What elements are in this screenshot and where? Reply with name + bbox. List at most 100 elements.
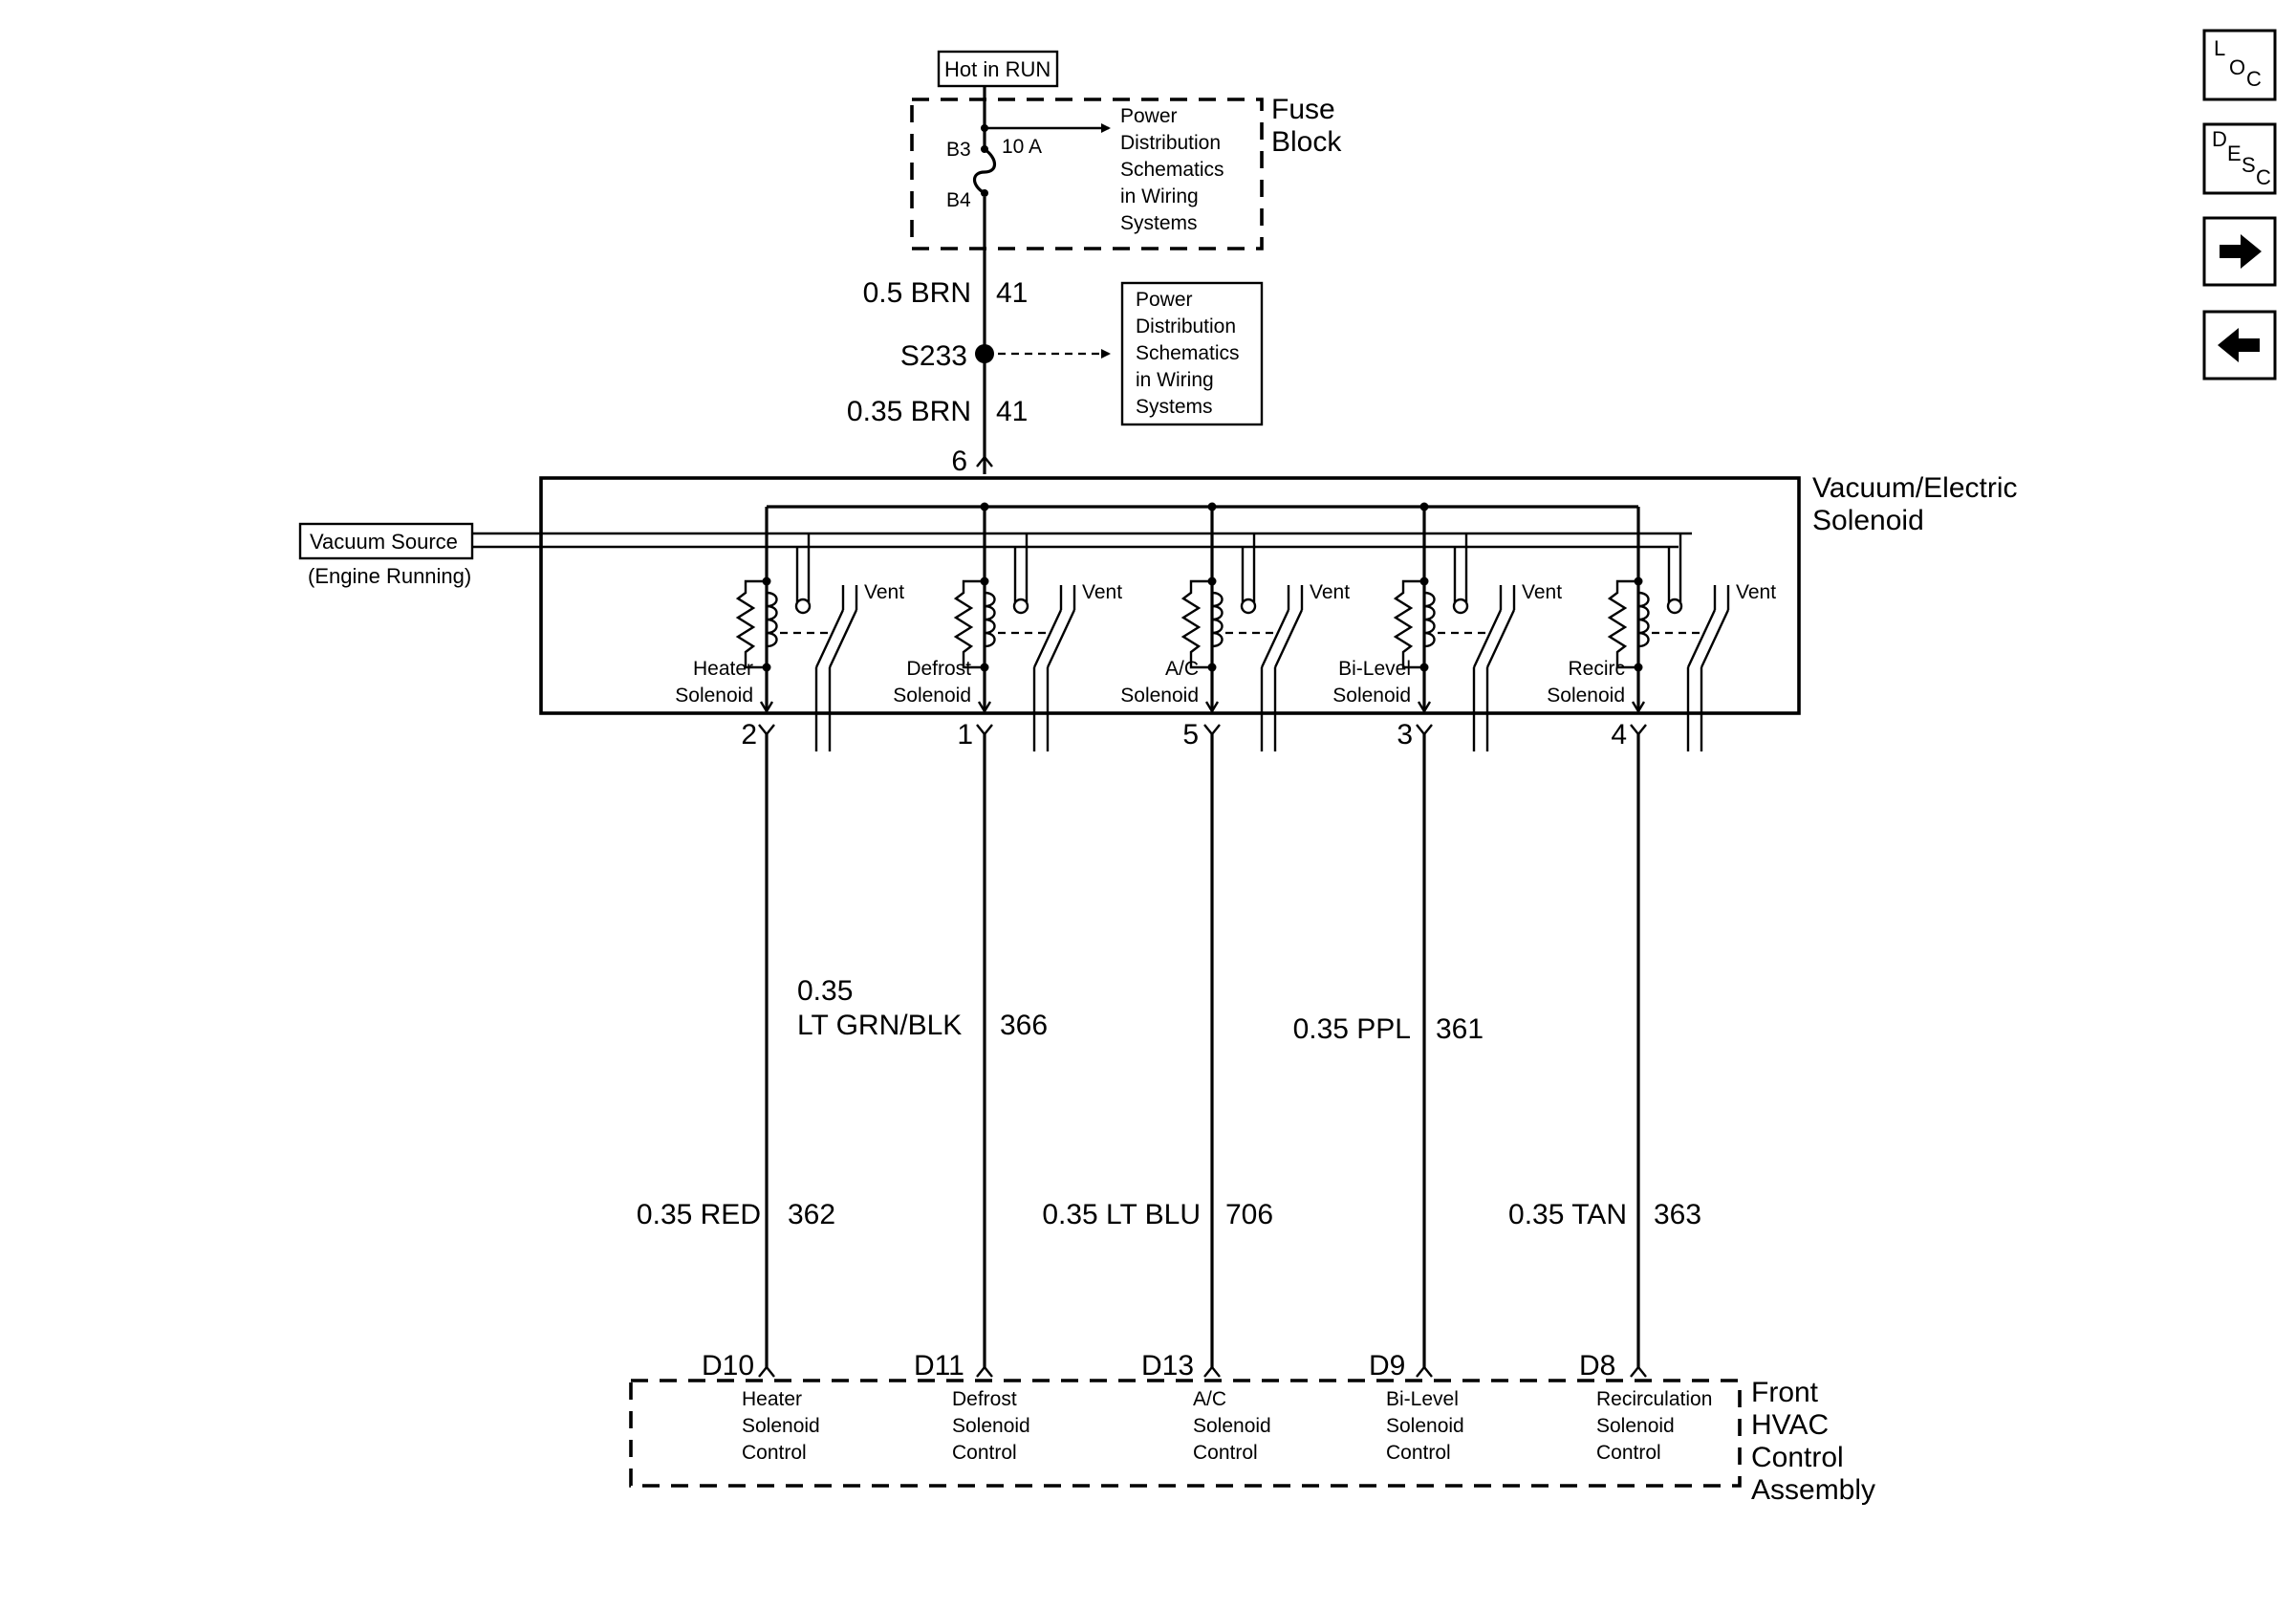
- solenoid-assembly-title-1: Vacuum/Electric: [1812, 472, 2018, 504]
- vent-port: [1499, 585, 1516, 610]
- solenoid-assembly-title-2: Solenoid: [1812, 505, 1924, 536]
- coil-icon: [1211, 591, 1224, 648]
- solenoid-name-1: Bi-Level: [1338, 658, 1411, 680]
- vacuum-drop: [1241, 533, 1256, 602]
- solenoid-connector-pin: 2: [741, 719, 757, 751]
- connector-icon: [976, 1365, 993, 1378]
- hvac-pin-description: Heater: [742, 1388, 802, 1410]
- vacuum-source-note: (Engine Running): [308, 564, 471, 588]
- hvac-pins: D10HeaterSolenoidControlD11DefrostSoleno…: [702, 1350, 1712, 1464]
- connector-icon: [1416, 1365, 1433, 1378]
- vacuum-drop: [1013, 533, 1029, 602]
- hvac-pin-label: D9: [1369, 1350, 1405, 1382]
- valve-switch-icon: [1686, 609, 1730, 668]
- solenoid-name-2: Solenoid: [675, 685, 753, 707]
- hvac-pin-description: Control: [1596, 1442, 1661, 1464]
- connector-pin-6: 6: [951, 446, 967, 477]
- vent-port: [841, 585, 858, 610]
- solenoid-assembly-box: [539, 476, 1801, 715]
- valve-port-icon: [1240, 598, 1257, 615]
- connector-icon: [758, 1365, 775, 1378]
- wire-41-upper-color: 0.5 BRN: [863, 277, 971, 309]
- previous-page-button[interactable]: [2202, 310, 2277, 381]
- valve-port-icon: [1666, 598, 1683, 615]
- wire-361-circuit: 361: [1436, 1013, 1484, 1045]
- valve-switch-icon: [1260, 609, 1304, 668]
- connector-icon: [1203, 724, 1221, 736]
- connector-icon: [1630, 724, 1647, 736]
- current-arrow-icon: [977, 701, 992, 714]
- solenoid-name-2: Solenoid: [1120, 685, 1199, 707]
- svg-text:HVAC: HVAC: [1751, 1409, 1829, 1441]
- vent-label: Vent: [1082, 581, 1122, 603]
- solenoid-name-1: Heater: [693, 658, 753, 680]
- arrow-right-icon: [2220, 234, 2262, 269]
- svg-text:Power: Power: [1120, 105, 1178, 127]
- valve-port-icon: [794, 598, 812, 615]
- location-button[interactable]: L O C: [2202, 29, 2277, 101]
- hvac-pin-description: Solenoid: [742, 1415, 820, 1437]
- vent-port: [1713, 585, 1730, 610]
- hvac-pin-description: Control: [1193, 1442, 1258, 1464]
- vent-label: Vent: [1736, 581, 1776, 603]
- fuse-rating: 10 A: [1002, 136, 1042, 158]
- solenoid-name-2: Solenoid: [893, 685, 971, 707]
- svg-text:in Wiring: in Wiring: [1120, 185, 1199, 207]
- vent-label: Vent: [1310, 581, 1350, 603]
- wire-363-circuit: 363: [1654, 1199, 1701, 1230]
- solenoid-name-2: Solenoid: [1332, 685, 1411, 707]
- solenoid-connector-pin: 5: [1182, 719, 1199, 751]
- svg-text:Power: Power: [1136, 289, 1193, 311]
- hvac-pin-description: Bi-Level: [1386, 1388, 1459, 1410]
- solenoid-connector-pin: 4: [1611, 719, 1627, 751]
- fuse-pin-b3: B3: [946, 139, 971, 161]
- svg-text:in Wiring: in Wiring: [1136, 369, 1214, 391]
- hvac-pin-description: Control: [952, 1442, 1017, 1464]
- hvac-pin-label: D11: [914, 1350, 964, 1382]
- valve-switch-icon: [814, 609, 858, 668]
- hvac-pin-description: Solenoid: [1193, 1415, 1271, 1437]
- vacuum-drop: [795, 533, 811, 602]
- vent-port: [1287, 585, 1304, 610]
- hvac-pin-description: Solenoid: [1386, 1415, 1464, 1437]
- vacuum-output-hose: [814, 667, 832, 751]
- connector-icon: [1630, 1365, 1647, 1378]
- connector-icon: [758, 724, 775, 736]
- desc-letter-s: S: [2242, 153, 2256, 177]
- hvac-pin-description: A/C: [1193, 1388, 1226, 1410]
- solenoid-name-2: Solenoid: [1547, 685, 1625, 707]
- vacuum-output-hose: [1686, 667, 1703, 751]
- svg-text:Hot in RUN: Hot in RUN: [944, 57, 1051, 81]
- wire-366-color-2: LT GRN/BLK: [797, 1010, 962, 1041]
- description-button[interactable]: D E S C: [2202, 122, 2277, 195]
- svg-text:Schematics: Schematics: [1136, 342, 1240, 364]
- wire-706-color: 0.35 LT BLU: [1042, 1199, 1201, 1230]
- hvac-pin-description: Defrost: [952, 1388, 1017, 1410]
- valve-switch-icon: [1032, 609, 1076, 668]
- next-page-button[interactable]: [2202, 216, 2277, 287]
- svg-text:Schematics: Schematics: [1120, 159, 1224, 181]
- vacuum-output-hose: [1472, 667, 1489, 751]
- connector-icon: [976, 724, 993, 736]
- vacuum-source-box: [298, 522, 474, 560]
- hvac-pin-description: Solenoid: [952, 1415, 1030, 1437]
- solenoid-connector-pin: 3: [1397, 719, 1413, 751]
- svg-text:Systems: Systems: [1120, 212, 1198, 234]
- hvac-control-title: Front HVAC Control Assembly: [1751, 1377, 1875, 1506]
- resistor-icon: [1393, 579, 1424, 669]
- splice-s233-label: S233: [900, 340, 967, 372]
- vacuum-source-label: Vacuum Source: [310, 530, 458, 554]
- coil-icon: [1423, 591, 1436, 648]
- solenoid-name-1: Defrost: [906, 658, 971, 680]
- hvac-pin-label: D13: [1141, 1350, 1194, 1382]
- wire-41-lower-circuit: 41: [996, 396, 1028, 427]
- connector-icon: [1416, 724, 1433, 736]
- vent-port: [1059, 585, 1076, 610]
- vacuum-output-hose: [1032, 667, 1050, 751]
